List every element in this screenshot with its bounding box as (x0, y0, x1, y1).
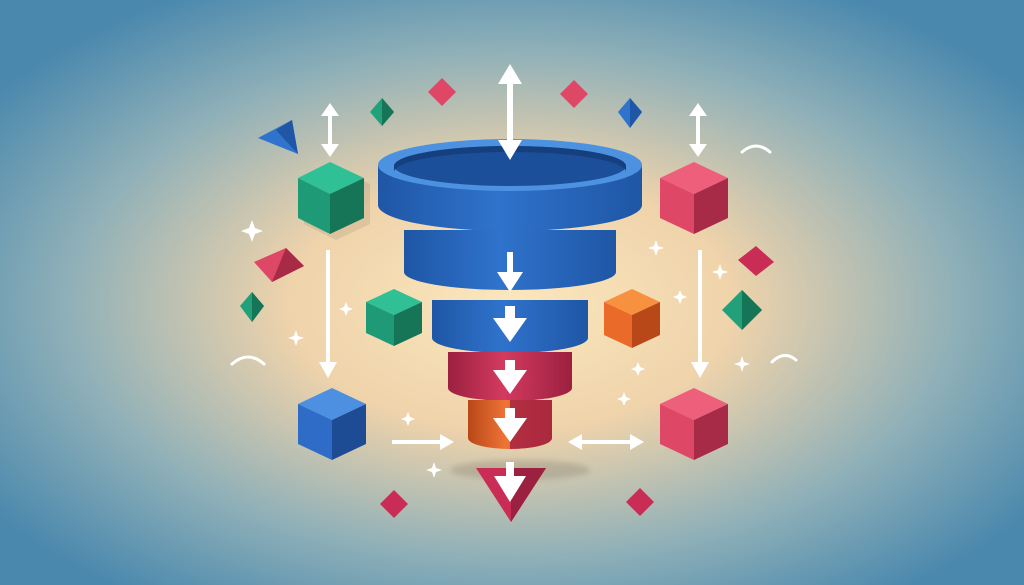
arrow-down-icon (497, 252, 523, 292)
sparkle-icon (712, 264, 728, 280)
sparkle-icon (426, 462, 442, 478)
sparkle-icon (673, 290, 687, 304)
sparkle-icon (241, 220, 263, 242)
diamond-icon (626, 488, 654, 516)
sparkle-icon (339, 302, 353, 316)
arrow-up-down-icon (321, 103, 339, 157)
sparkle-icon (631, 362, 645, 376)
arrow-down-icon (494, 462, 526, 502)
sparkle-icon (648, 240, 664, 256)
triangle-icon (258, 120, 298, 154)
arrow-up-down-icon (498, 64, 522, 160)
diamond-icon (380, 490, 408, 518)
arc-icon (770, 354, 798, 364)
sparkle-icon (734, 356, 750, 372)
diamond-icon (738, 246, 774, 276)
cube-icon (298, 162, 370, 240)
diamond-icon (722, 290, 762, 330)
arrow-right-icon (392, 434, 454, 450)
diamond-icon (240, 292, 264, 322)
cube-icon (604, 289, 660, 348)
cube-icon (660, 388, 728, 460)
sparkle-icon (401, 412, 415, 426)
funnel-arrows (493, 64, 527, 502)
diamond-icon (254, 248, 304, 282)
arc-icon (740, 144, 772, 154)
cube-icon (366, 289, 422, 346)
arrow-down-icon (493, 408, 527, 442)
cube-icon (660, 162, 728, 234)
arrow-left-right-icon (568, 434, 644, 450)
diamond-icon (428, 78, 456, 106)
arrow-down-icon (319, 250, 337, 378)
cube-icon (298, 388, 366, 460)
arrow-up-down-icon (689, 103, 707, 157)
sparkle-icon (617, 392, 631, 406)
diamond-icon (560, 80, 588, 108)
arrow-down-icon (493, 360, 527, 394)
arrow-down-icon (691, 250, 709, 378)
sparkle-icon (288, 330, 304, 346)
arrow-down-icon (493, 306, 527, 342)
arc-icon (230, 355, 266, 366)
diamond-icon (370, 98, 394, 126)
diamond-icon (618, 98, 642, 128)
